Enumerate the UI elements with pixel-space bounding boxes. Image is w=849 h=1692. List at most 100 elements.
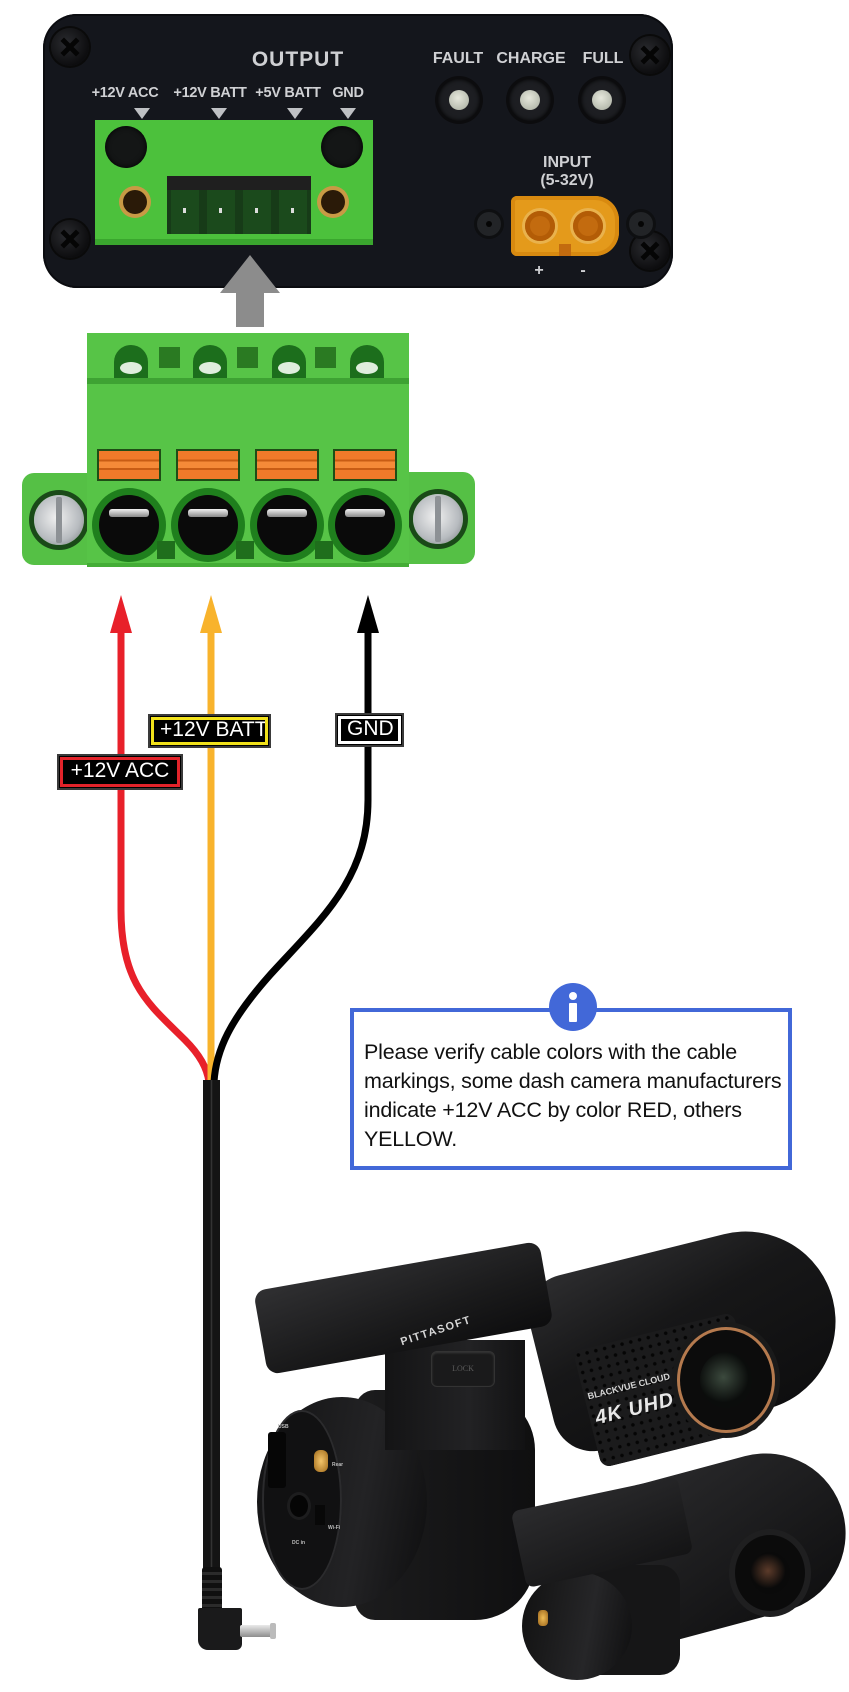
xt-pin-positive	[525, 211, 555, 241]
notice-text: Please verify cable colors with the cabl…	[364, 1040, 782, 1151]
mount-hole-icon	[629, 212, 653, 236]
full-led-icon	[581, 79, 623, 121]
dc-plug-tip	[270, 1623, 276, 1639]
dc-plug-pin-icon	[240, 1625, 274, 1637]
polarity-minus: -	[580, 262, 586, 279]
screw-icon	[631, 232, 669, 270]
wire-gnd	[210, 630, 372, 1083]
rear-camera-port	[538, 1610, 548, 1626]
socket-slot	[171, 190, 199, 234]
arrowhead-batt-icon	[200, 595, 222, 633]
info-icon	[549, 983, 597, 1031]
input-range: (5-32V)	[540, 172, 594, 189]
plug-ear-left	[22, 473, 92, 565]
polarity-plus: +	[534, 262, 544, 279]
xt60-input-connector	[511, 196, 619, 256]
arrowhead-gnd-icon	[357, 595, 379, 633]
wire-entry-4[interactable]	[335, 495, 395, 555]
front-camera-lens-icon	[700, 1352, 752, 1408]
spring-lever-4[interactable]	[333, 449, 397, 481]
port-label-usb: USB	[278, 1424, 289, 1430]
socket-slot	[243, 190, 271, 234]
plug-screw-icon	[34, 495, 84, 545]
pin-pointer-icon	[340, 108, 356, 119]
pin-label-acc: +12V ACC	[91, 85, 159, 101]
socket-slot	[207, 190, 235, 234]
port-label-dc: DC in	[292, 1540, 306, 1546]
test-port	[157, 541, 175, 559]
plug-pin-arch	[272, 345, 306, 379]
arrowhead-acc-icon	[110, 595, 132, 633]
terminal-plug	[87, 333, 409, 567]
input-title: INPUT (5-32V)	[517, 154, 617, 190]
screw-icon	[631, 36, 669, 74]
spring-lever-3[interactable]	[255, 449, 319, 481]
socket-screw-hole	[321, 126, 363, 168]
socket-screw-hole	[105, 126, 147, 168]
wire-entry-1[interactable]	[99, 495, 159, 555]
pin-label-gnd: GND	[332, 85, 364, 101]
output-socket	[95, 120, 373, 245]
port-label-wifi: Wi-Fi	[328, 1525, 341, 1531]
socket-pin	[291, 208, 294, 213]
led-label-charge: CHARGE	[496, 50, 566, 67]
plug-ridge	[87, 378, 409, 384]
wifi-button	[315, 1505, 325, 1525]
xt-pin-negative	[573, 211, 603, 241]
socket-brass-insert	[123, 190, 147, 214]
plug-screw-icon	[413, 494, 463, 544]
pin-pointer-icon	[134, 108, 150, 119]
info-icon-stem	[569, 1003, 577, 1022]
xt-notch	[559, 244, 571, 256]
plug-release-square	[159, 347, 180, 368]
plug-pin-arch	[193, 345, 227, 379]
charge-led-icon	[509, 79, 551, 121]
led-label-fault: FAULT	[432, 50, 484, 67]
spring-lever-2[interactable]	[176, 449, 240, 481]
socket-pin	[255, 208, 258, 213]
pin-pointer-icon	[287, 108, 303, 119]
spring-lever-1[interactable]	[97, 449, 161, 481]
plug-release-square	[237, 347, 258, 368]
plug-ear-right	[405, 472, 475, 564]
rear-camera-lens-icon	[750, 1552, 790, 1594]
wire-label-batt: +12V BATT	[148, 714, 271, 748]
wire-acc	[117, 630, 213, 1083]
socket-header-bar	[167, 176, 311, 190]
test-port	[236, 541, 254, 559]
pin-label-batt: +12V BATT	[173, 85, 247, 101]
mount-hole-icon	[477, 212, 501, 236]
rear-camera-drum	[522, 1572, 632, 1680]
plug-pin-arch	[114, 345, 148, 379]
wire-entry-2[interactable]	[178, 495, 238, 555]
info-icon-dot	[569, 992, 577, 1000]
socket-brass-insert	[321, 190, 345, 214]
wire-label-acc: +12V ACC	[57, 754, 183, 790]
socket-slot	[279, 190, 307, 234]
plug-pin-arch	[350, 345, 384, 379]
insert-arrow-shape	[220, 255, 280, 327]
socket-pin	[183, 208, 186, 213]
cable-strain-relief	[202, 1567, 222, 1615]
wire-entry-3[interactable]	[257, 495, 317, 555]
pin-pointer-icon	[211, 108, 227, 119]
usb-port	[268, 1432, 286, 1488]
lock-button: LOCK	[432, 1352, 494, 1386]
fault-led-icon	[438, 79, 480, 121]
port-label-rear: Rear	[332, 1462, 344, 1468]
notice-box	[350, 1008, 792, 1170]
wire-label-gnd: GND	[335, 713, 404, 747]
screw-icon	[51, 28, 89, 66]
output-title: OUTPUT	[251, 48, 345, 71]
pin-label-5v: +5V BATT	[255, 85, 321, 101]
insert-arrow-icon	[220, 255, 280, 327]
socket-pin	[219, 208, 222, 213]
rear-port	[314, 1450, 328, 1472]
led-label-full: FULL	[582, 50, 624, 67]
plug-release-square	[315, 347, 336, 368]
input-label: INPUT	[543, 154, 591, 171]
screw-icon	[51, 220, 89, 258]
test-port	[315, 541, 333, 559]
dc-in-port	[290, 1495, 308, 1517]
